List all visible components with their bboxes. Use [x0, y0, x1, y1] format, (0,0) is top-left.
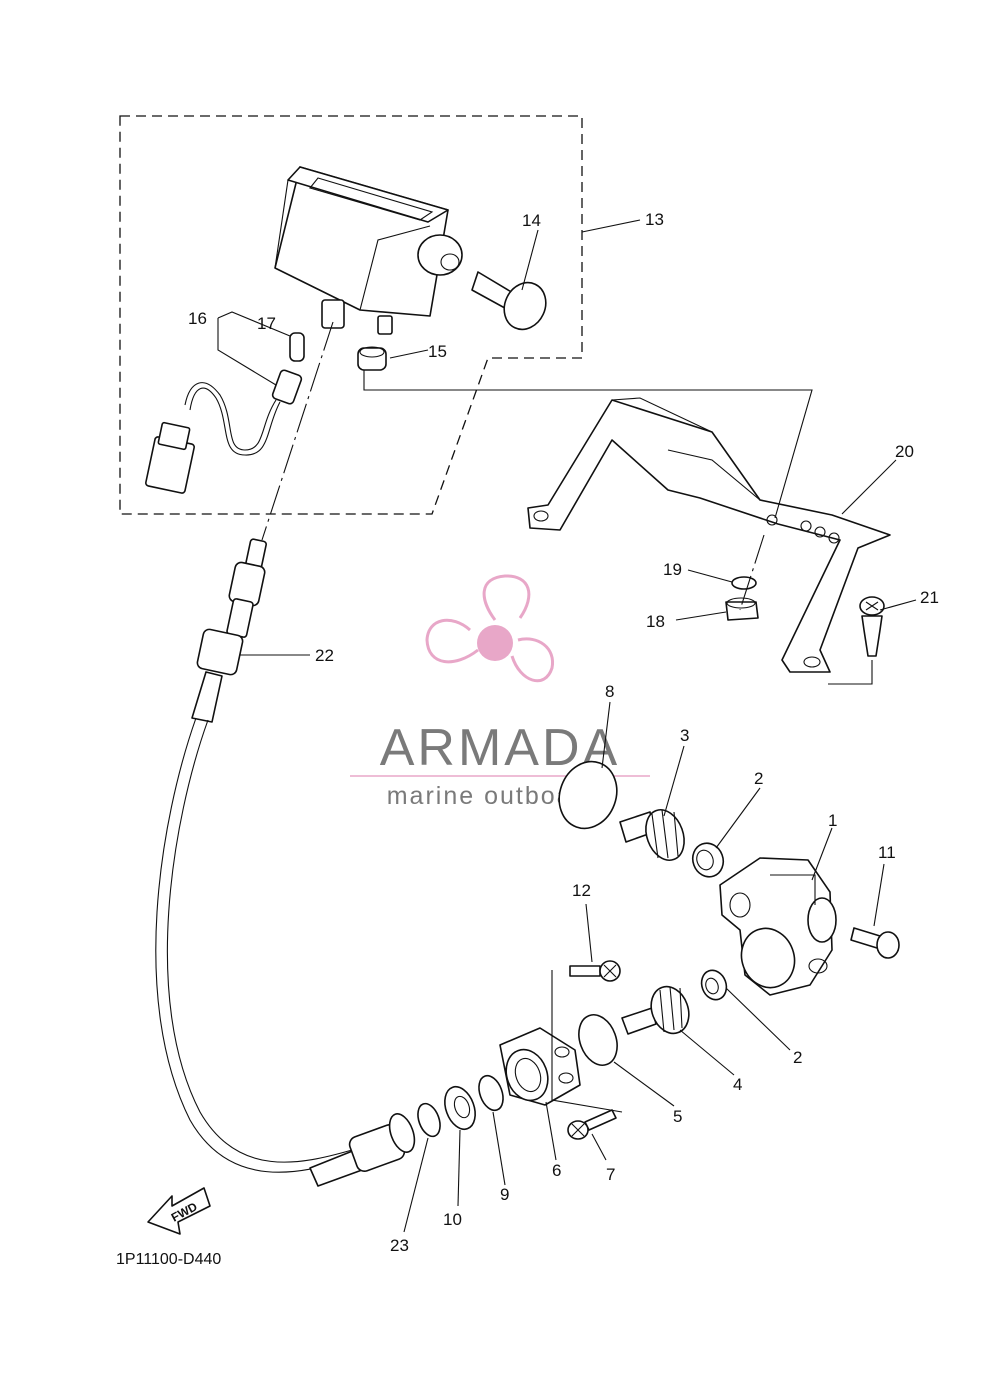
gear-housing: [719, 857, 837, 996]
callout-10: 10: [443, 1210, 462, 1229]
callout-16: 16: [188, 309, 207, 328]
housing-screw: [569, 960, 621, 982]
cable-end-fitting: [348, 1113, 416, 1173]
o-ring: [578, 1014, 618, 1066]
bulb-socket: [271, 332, 305, 405]
callout-labels: 1 2 2 3 4 5 6 7 8 9 10 11 12 13 14 15 16…: [188, 210, 939, 1255]
callout-14: 14: [522, 211, 541, 230]
gear-housing-cover: [499, 1027, 581, 1106]
callout-5: 5: [673, 1107, 682, 1126]
callout-2: 2: [754, 769, 763, 788]
reset-knob: [471, 271, 547, 331]
speedometer-unit: [274, 166, 463, 335]
callout-1: 1: [828, 811, 837, 830]
callout-23: 23: [390, 1236, 409, 1255]
o-ring-small: [417, 1102, 441, 1138]
grommet: [357, 346, 387, 371]
callout-13: 13: [645, 210, 664, 229]
large-o-ring: [558, 760, 618, 830]
callout-2b: 2: [793, 1048, 802, 1067]
callout-17: 17: [257, 314, 276, 333]
callout-21: 21: [920, 588, 939, 607]
callout-8: 8: [605, 682, 614, 701]
washer: [731, 576, 757, 590]
bushing-upper: [691, 842, 725, 878]
nut: [725, 597, 759, 621]
callout-9: 9: [500, 1185, 509, 1204]
callout-6: 6: [552, 1161, 561, 1180]
leader-lines: [217, 219, 917, 1233]
push-clip: [859, 596, 885, 657]
cover-screw: [567, 1109, 617, 1140]
callout-22: 22: [315, 646, 334, 665]
callout-18: 18: [646, 612, 665, 631]
callout-7: 7: [606, 1165, 615, 1184]
callout-20: 20: [895, 442, 914, 461]
callout-4: 4: [733, 1075, 742, 1094]
housing-bolt: [850, 927, 900, 959]
callout-19: 19: [663, 560, 682, 579]
flat-washer: [478, 1074, 504, 1112]
callout-12: 12: [572, 881, 591, 900]
oil-seal: [444, 1085, 476, 1131]
callout-11: 11: [878, 843, 896, 862]
callout-15: 15: [428, 342, 447, 361]
driven-gear: [621, 985, 690, 1035]
forward-arrow-icon: FWD: [147, 1187, 211, 1235]
speedometer-cable: [155, 538, 363, 1187]
meter-bracket: [527, 397, 891, 673]
callout-3: 3: [680, 726, 689, 745]
drive-gear: [619, 809, 685, 861]
diagram-code: 1P11100-D440: [116, 1251, 221, 1268]
wire-harness: [144, 382, 281, 494]
propeller-icon: [425, 574, 555, 683]
bushing-lower: [700, 969, 728, 1001]
